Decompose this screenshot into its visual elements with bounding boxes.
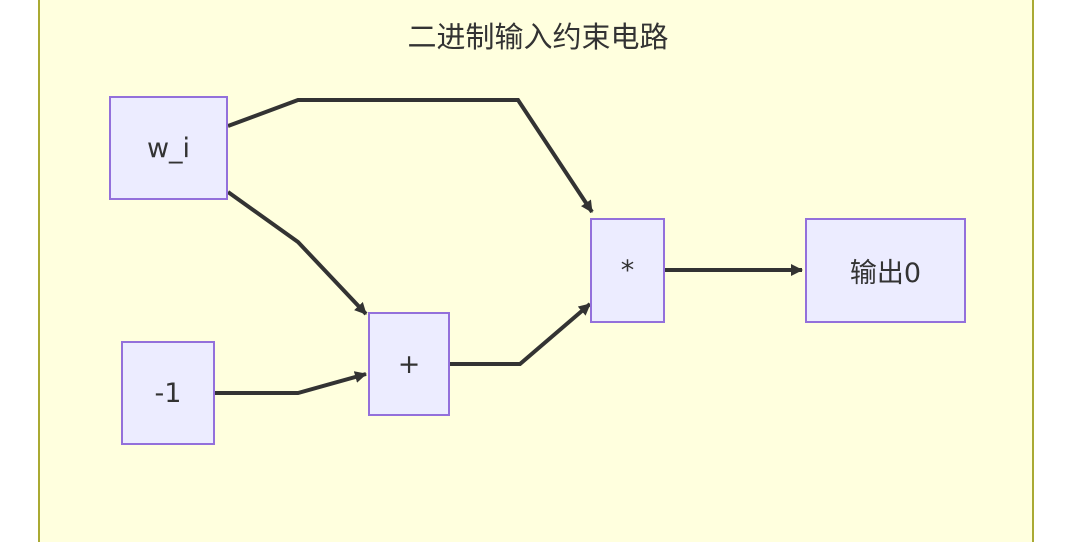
edge-plus-to-mul — [450, 302, 592, 366]
node-plus-label: + — [397, 348, 421, 380]
node-neg-one: -1 — [121, 341, 215, 445]
edge-w-to-mul — [227, 98, 594, 214]
node-w-i: w_i — [109, 96, 228, 200]
node-output: 输出0 — [805, 218, 966, 323]
edge-w-to-plus — [226, 190, 368, 316]
node-multiply: * — [590, 218, 665, 323]
node-output-label: 输出0 — [849, 258, 922, 289]
node-multiply-label: * — [620, 255, 635, 286]
node-neg-one-label: -1 — [154, 377, 182, 409]
diagram-title: 二进制输入约束电路 — [407, 20, 669, 54]
edge-neg-to-plus — [215, 371, 367, 395]
node-w-i-label: w_i — [146, 132, 191, 164]
node-plus: + — [368, 312, 450, 416]
